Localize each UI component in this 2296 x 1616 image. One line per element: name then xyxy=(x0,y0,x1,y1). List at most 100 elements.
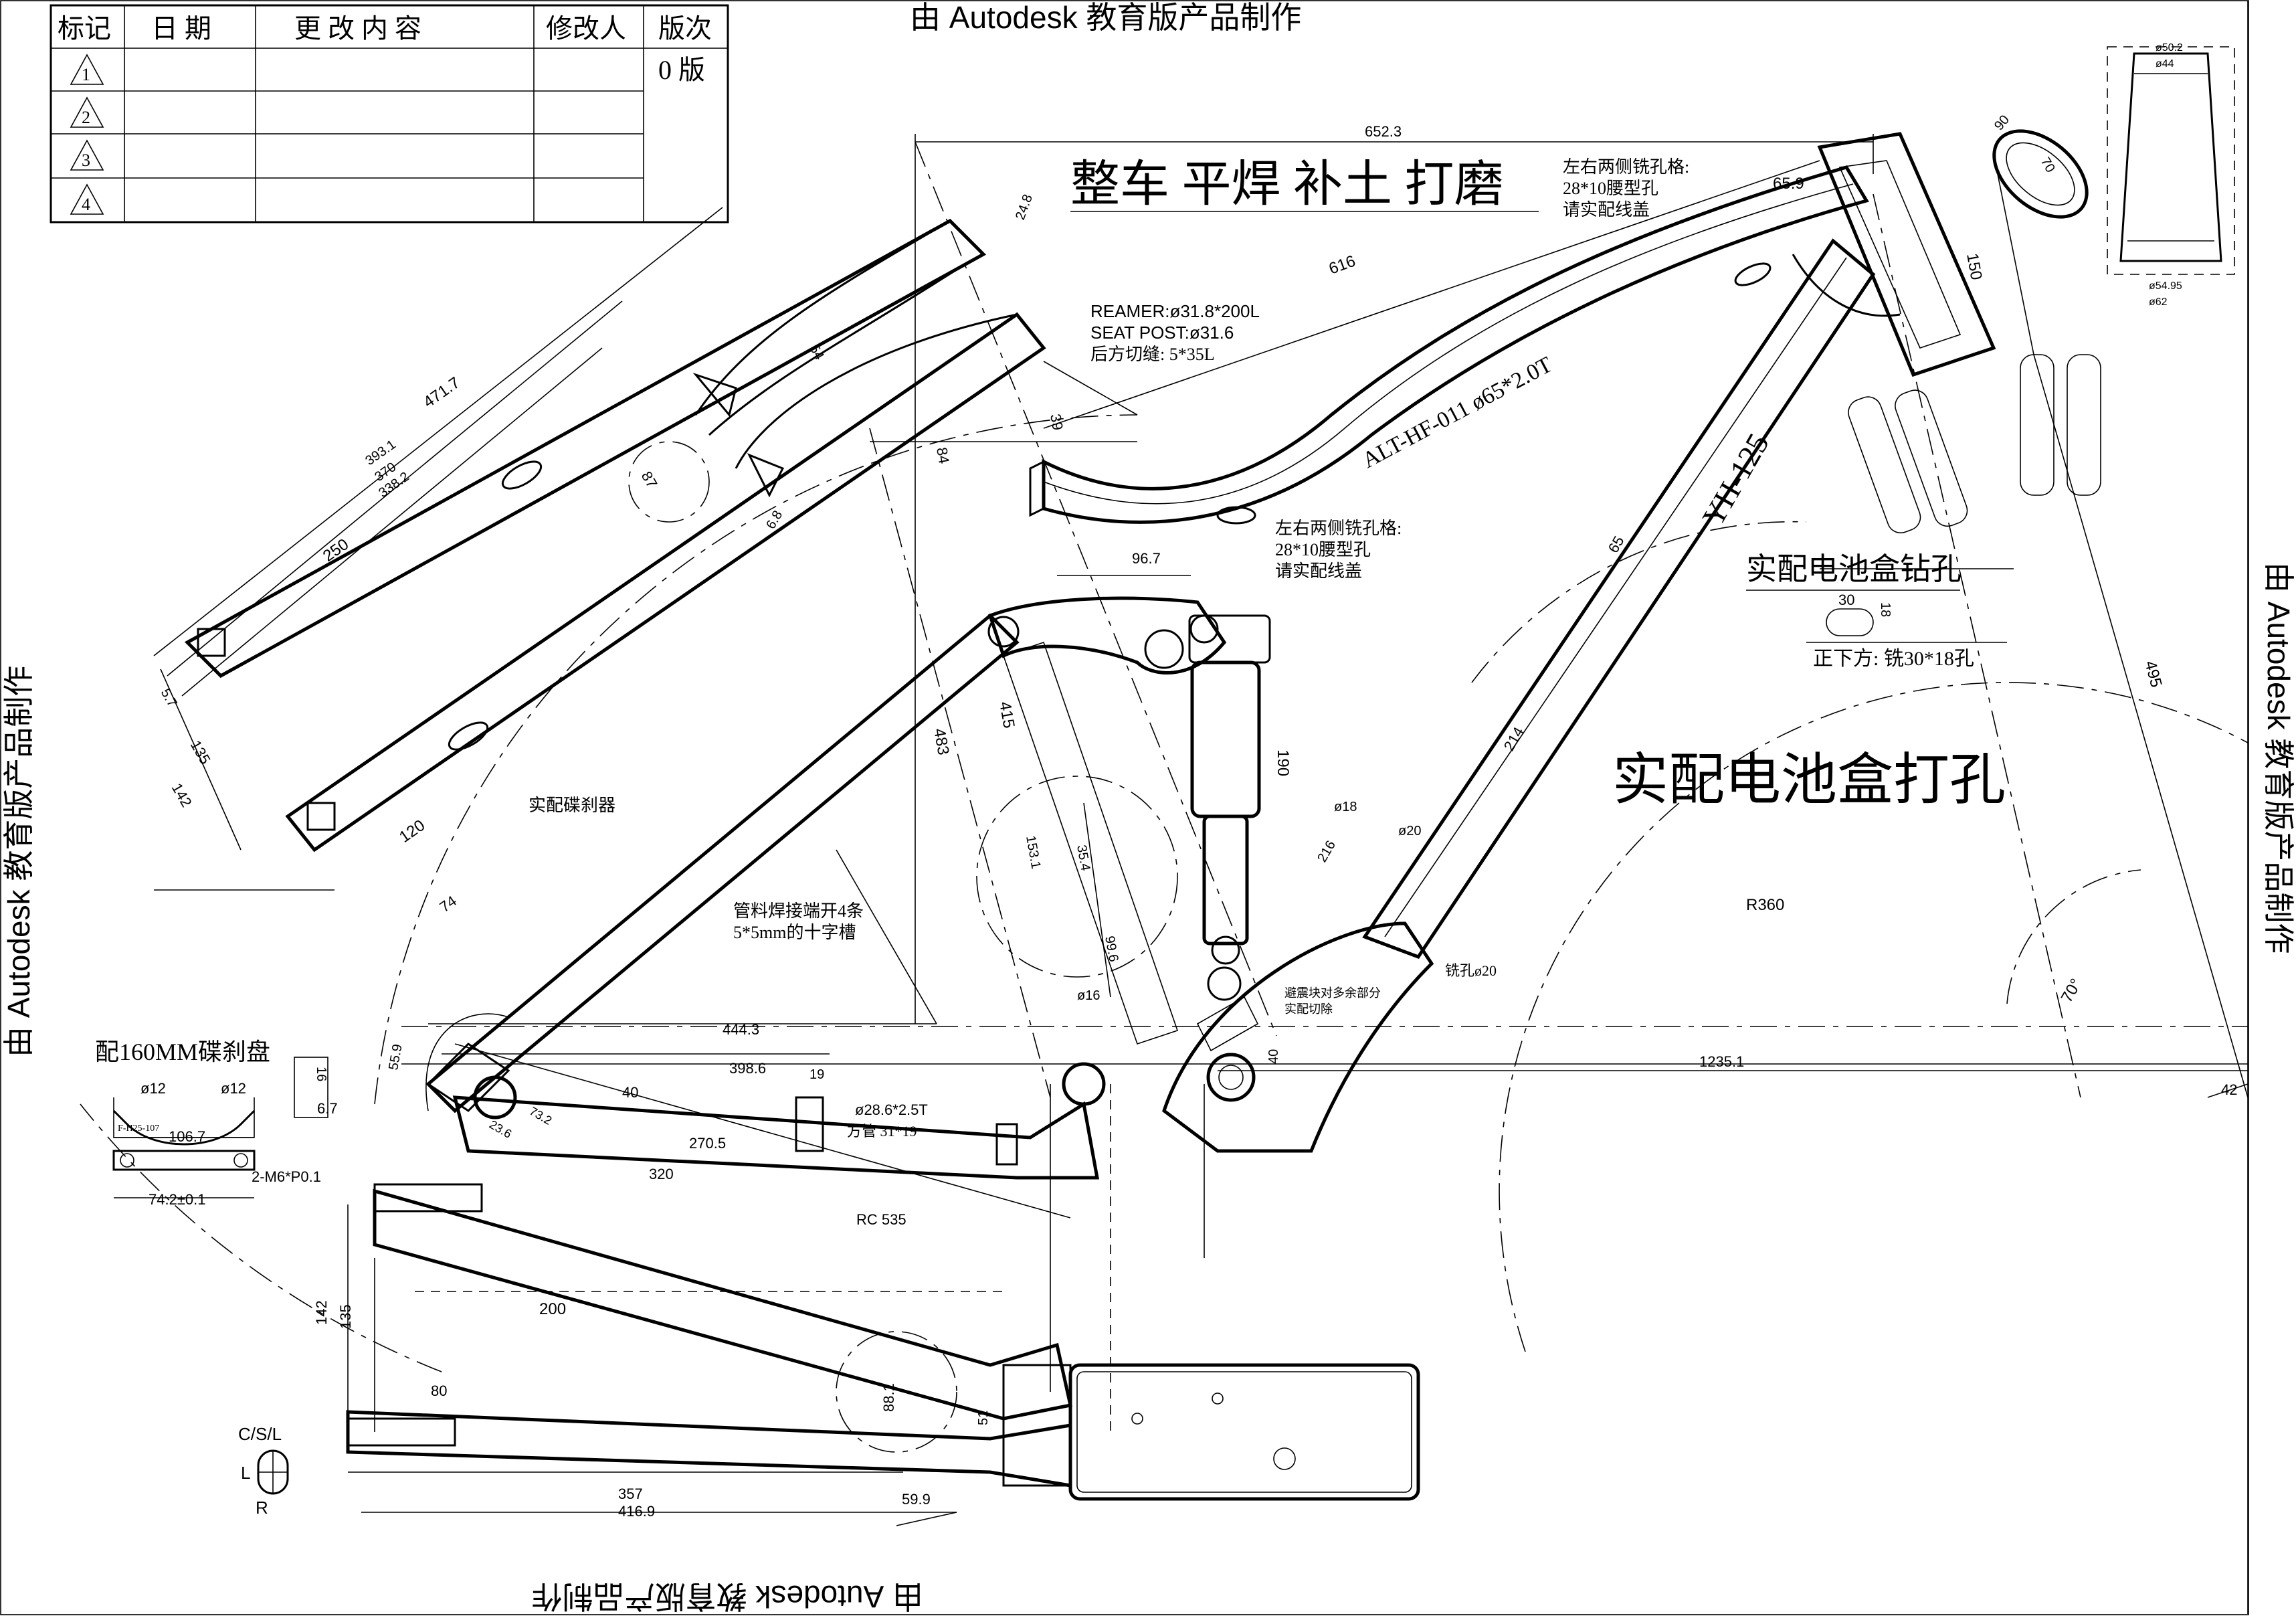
label-l: L xyxy=(241,1463,250,1483)
label-csl: C/S/L xyxy=(238,1424,282,1444)
dim-4717: 471.7 xyxy=(420,373,464,412)
rev-header-content: 更 改 内 容 xyxy=(294,13,421,43)
dim-19: 19 xyxy=(809,1067,824,1082)
dim-31x19: 方管 31*19 xyxy=(847,1123,917,1140)
dim-rc535: RC 535 xyxy=(856,1211,906,1228)
dim-285: ø28.6*2.5T xyxy=(855,1101,928,1118)
rev-row3-mark: 3 xyxy=(82,151,90,170)
rev-row2-mark: 2 xyxy=(82,108,90,127)
rev-row1-mark: 1 xyxy=(82,65,90,84)
note-brake-fit: 实配碟刹器 xyxy=(529,796,615,815)
note-tube-slot-1: 管料焊接端开4条 xyxy=(733,901,864,921)
watermark-left: 由 Autodesk 教育版产品制作 xyxy=(1,666,36,1057)
note-battery-drill: 实配电池盒钻孔 xyxy=(1746,552,1962,586)
note-mill-slot-2: 28*10腰型孔 xyxy=(1563,179,1658,198)
dim-616: 616 xyxy=(1327,252,1358,278)
note-yh125: YH-125 xyxy=(1695,428,1776,532)
dim-732: 73.2 xyxy=(527,1104,554,1128)
dim-12a: ø12 xyxy=(140,1080,166,1097)
watermark-top: 由 Autodesk 教育版产品制作 xyxy=(910,0,1301,35)
dim-216: 216 xyxy=(1315,838,1339,865)
dim-4443: 444.3 xyxy=(723,1021,759,1038)
front-triangle xyxy=(1029,132,2101,960)
rev-header-mark: 标记 xyxy=(58,13,111,43)
dim-39: 39 xyxy=(1047,413,1066,432)
dim-495: 495 xyxy=(2141,659,2165,690)
dim-559: 55.9 xyxy=(386,1043,405,1071)
dim-54: 54 xyxy=(807,343,827,363)
dim-16: ø16 xyxy=(1077,988,1100,1003)
dim-142b: 142 xyxy=(313,1300,330,1325)
dim-150: 150 xyxy=(1963,252,1986,281)
dim-599: 59.9 xyxy=(902,1491,931,1508)
dim-502: ø50.2 xyxy=(2156,42,2183,54)
dim-51: 51 xyxy=(976,1411,991,1425)
dim-90: 90 xyxy=(1992,112,2012,133)
sheet-border xyxy=(0,0,2249,1615)
dim-236: 23.6 xyxy=(487,1117,514,1141)
dim-135b: 135 xyxy=(337,1304,354,1329)
dim-881: 88.1 xyxy=(880,1383,897,1412)
note-avoid-2: 实配切除 xyxy=(1284,1002,1333,1016)
label-r: R xyxy=(256,1498,268,1518)
dim-70: 70 xyxy=(2038,155,2058,175)
dimension-values: 652.3 65.9 616 150 495 1235.1 42 70° R36… xyxy=(140,42,2237,1520)
dim-67: 6.7 xyxy=(317,1100,338,1117)
note-mill-slot-b2: 28*10腰型孔 xyxy=(1275,540,1371,559)
dim-20: ø20 xyxy=(1398,824,1421,838)
dim-74: 74 xyxy=(437,893,460,916)
dim-40b: 40 xyxy=(1266,1049,1281,1064)
note-mill-hole-20: 铣孔ø20 xyxy=(1445,962,1497,979)
dim-42: 42 xyxy=(2221,1081,2237,1098)
dim-62: ø62 xyxy=(2149,296,2168,308)
dim-3986: 398.6 xyxy=(729,1060,766,1077)
dim-12b: ø12 xyxy=(221,1080,246,1097)
note-rear-cut: 后方切缝: 5*35L xyxy=(1090,345,1215,364)
revision-table: 标记 日 期 更 改 内 容 修改人 版次 1 2 3 4 0 版 xyxy=(50,4,729,223)
dim-5495: ø54.95 xyxy=(2149,280,2182,292)
dim-190: 190 xyxy=(1274,749,1292,776)
dim-40: 40 xyxy=(622,1084,638,1101)
dim-415: 415 xyxy=(995,700,1018,729)
rev-row1-version: 0 版 xyxy=(658,55,705,85)
dim-57: 5.7 xyxy=(158,687,180,710)
dim-320: 320 xyxy=(649,1166,674,1182)
dim-2705: 270.5 xyxy=(689,1135,726,1152)
seat-tube-and-linkage xyxy=(987,596,1434,1153)
rev-header-editor: 修改人 xyxy=(546,13,626,43)
dim-18: 18 xyxy=(1878,602,1893,617)
note-weld-title: 整车 平焊 补土 打磨 xyxy=(1070,157,1504,212)
note-disc-160: 配160MM碟刹盘 xyxy=(95,1039,270,1065)
rev-header-date: 日 期 xyxy=(151,13,211,43)
note-mill-slot-1: 左右两侧铣孔格: xyxy=(1563,157,1689,177)
note-battery-hole: 实配电池盒打孔 xyxy=(1612,749,2006,812)
dim-200: 200 xyxy=(539,1300,566,1318)
note-mill-slot-b3: 请实配线盖 xyxy=(1275,561,1362,581)
dim-652: 652.3 xyxy=(1365,123,1402,140)
dim-248: 24.8 xyxy=(1013,193,1036,222)
note-part-code: F-H25-107 xyxy=(118,1124,159,1134)
watermark-bottom: 由 Autodesk 教育版产品制作 xyxy=(532,1579,923,1614)
dim-135a: 135 xyxy=(187,737,214,767)
dim-r360: R360 xyxy=(1746,896,1784,914)
dim-80: 80 xyxy=(431,1382,447,1399)
note-seat-post: SEAT POST:ø31.6 xyxy=(1090,323,1234,343)
csl-symbol xyxy=(257,1449,289,1495)
dim-1067: 106.7 xyxy=(169,1128,205,1145)
rev-mark-triangles xyxy=(70,54,104,215)
rev-header-version: 版次 xyxy=(658,13,712,43)
dim-44: ø44 xyxy=(2156,58,2174,70)
dim-659: 65.9 xyxy=(1773,175,1804,193)
note-reamer: REAMER:ø31.8*200L xyxy=(1090,301,1260,321)
dimension-lines xyxy=(114,134,2249,1526)
note-tube-slot-2: 5*5mm的十字槽 xyxy=(733,923,856,942)
dim-1235: 1235.1 xyxy=(1699,1053,1744,1070)
lower-swingarm xyxy=(346,1183,1420,1501)
dim-87: 87 xyxy=(638,468,661,491)
note-bottom-mill: 正下方: 铣30*18孔 xyxy=(1813,648,1974,670)
note-mill-slot-3: 请实配线盖 xyxy=(1563,200,1650,219)
dim-30: 30 xyxy=(1838,592,1854,608)
dim-84: 84 xyxy=(933,446,953,465)
dim-m6: 2-M6*P0.1 xyxy=(252,1168,321,1185)
